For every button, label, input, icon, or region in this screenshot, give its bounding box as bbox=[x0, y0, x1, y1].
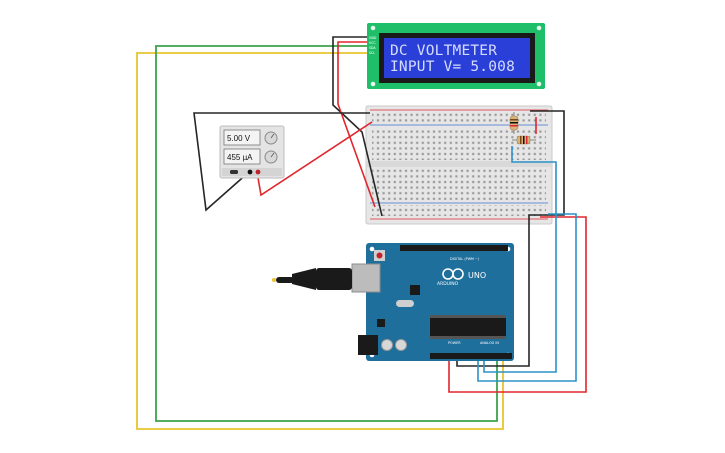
wire-black-supply[interactable] bbox=[193, 112, 370, 212]
wire-red-supply[interactable] bbox=[256, 121, 373, 197]
digital-header-label: DIGITAL (PWM ~) bbox=[450, 257, 480, 261]
potentiometer-knob-icon[interactable] bbox=[264, 131, 278, 145]
svg-text:VCC: VCC bbox=[369, 41, 376, 45]
breadboard[interactable] bbox=[365, 105, 553, 225]
arduino-brand: ARDUINO bbox=[437, 281, 459, 287]
svg-text:SCL: SCL bbox=[369, 51, 375, 55]
lcd-line-1: DC VOLTMETER bbox=[390, 43, 497, 59]
lcd-display[interactable]: GND VCC SDA SCL bbox=[367, 23, 545, 89]
wire-blue[interactable] bbox=[483, 146, 557, 373]
wire-red-right[interactable] bbox=[448, 216, 587, 393]
wire-black-lcd[interactable] bbox=[332, 36, 383, 217]
wire-red-lcd[interactable] bbox=[337, 41, 376, 208]
svg-text:SDA: SDA bbox=[369, 46, 376, 50]
arduino-board[interactable] bbox=[351, 243, 514, 361]
arduino-logo-icon bbox=[442, 268, 464, 280]
reset-button-icon[interactable] bbox=[374, 250, 385, 261]
resistor-icon[interactable] bbox=[512, 135, 536, 145]
potentiometer-knob-icon[interactable] bbox=[264, 150, 278, 164]
wire-black-right[interactable] bbox=[456, 110, 565, 367]
wire-blue-outer[interactable] bbox=[477, 213, 577, 382]
resistor-icon[interactable] bbox=[509, 112, 519, 134]
svg-text:GND: GND bbox=[369, 36, 377, 40]
supply-voltage-readout: 5.00 V bbox=[227, 134, 251, 143]
supply-current-readout: 455 µA bbox=[227, 153, 253, 162]
arduino-model: UNO bbox=[468, 271, 486, 280]
usb-plug-icon bbox=[272, 268, 352, 290]
power-supply[interactable] bbox=[219, 125, 285, 179]
wire-yellow[interactable] bbox=[136, 52, 504, 430]
wire-green[interactable] bbox=[155, 45, 498, 422]
lcd-line-2: INPUT V= 5.008 bbox=[390, 59, 515, 75]
power-header-label: POWER bbox=[448, 341, 461, 345]
analog-header-label: ANALOG IN bbox=[480, 341, 499, 345]
